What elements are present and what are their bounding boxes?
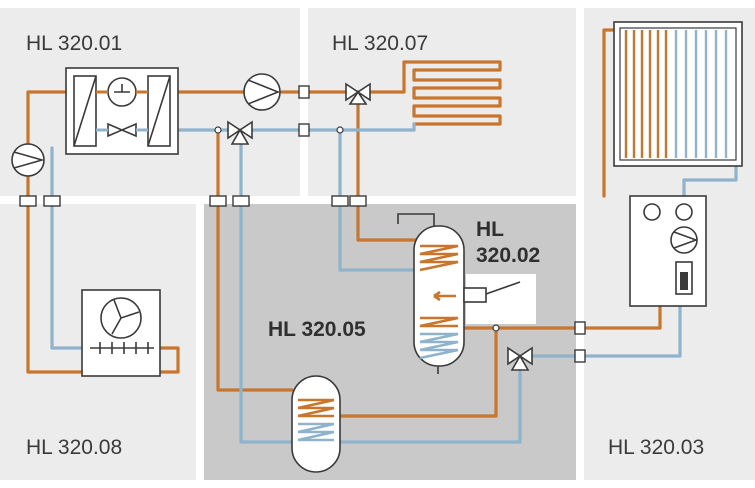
zone-label-hl-320-02-line1: HL [476,218,504,241]
junction-dot [492,324,500,332]
cold-valve-branch [239,138,522,444]
zone-label-hl-320-08: HL 320.08 [26,436,122,459]
cold-left-return [50,146,84,350]
three-way-valve-bottom-icon [507,346,533,371]
heat-pump-unit-icon [65,67,179,155]
solar-collector-icon [613,21,743,167]
hot-main-pipe [26,90,68,150]
zone-label-hl-320-02-line2: 320.02 [476,244,540,267]
heating-rod-icon [463,281,521,303]
hot-tank-right [462,304,662,330]
zone-label-hl-320-03: HL 320.03 [608,436,704,459]
vent-bracket [397,213,435,226]
three-way-valve-top-icon [345,82,371,105]
zone-label-hl-320-05: HL 320.05 [268,318,366,341]
hot-buffer-loop [338,326,498,418]
three-way-valve-mid-icon [227,120,253,145]
air-heat-exchanger-fan-icon [81,289,161,377]
buffer-tank-icon [291,375,341,473]
zone-label-hl-320-07: HL 320.07 [332,32,428,55]
circulation-pump-left-icon [11,143,45,177]
cold-return-line [176,128,420,272]
pipe-coupling-icons [19,85,586,363]
circulation-pump-top-icon [243,73,281,111]
junction-dot [336,126,344,134]
zone-label-hl-320-01: HL 320.01 [26,32,122,55]
zone-hl-320-05 [204,204,576,480]
hot-tank-feed [356,98,420,242]
storage-tank-icon [413,225,465,374]
hot-valve-branch [216,128,294,392]
solar-station-icon [629,195,707,307]
junction-dot [214,126,222,134]
hot-left-down [26,174,180,374]
